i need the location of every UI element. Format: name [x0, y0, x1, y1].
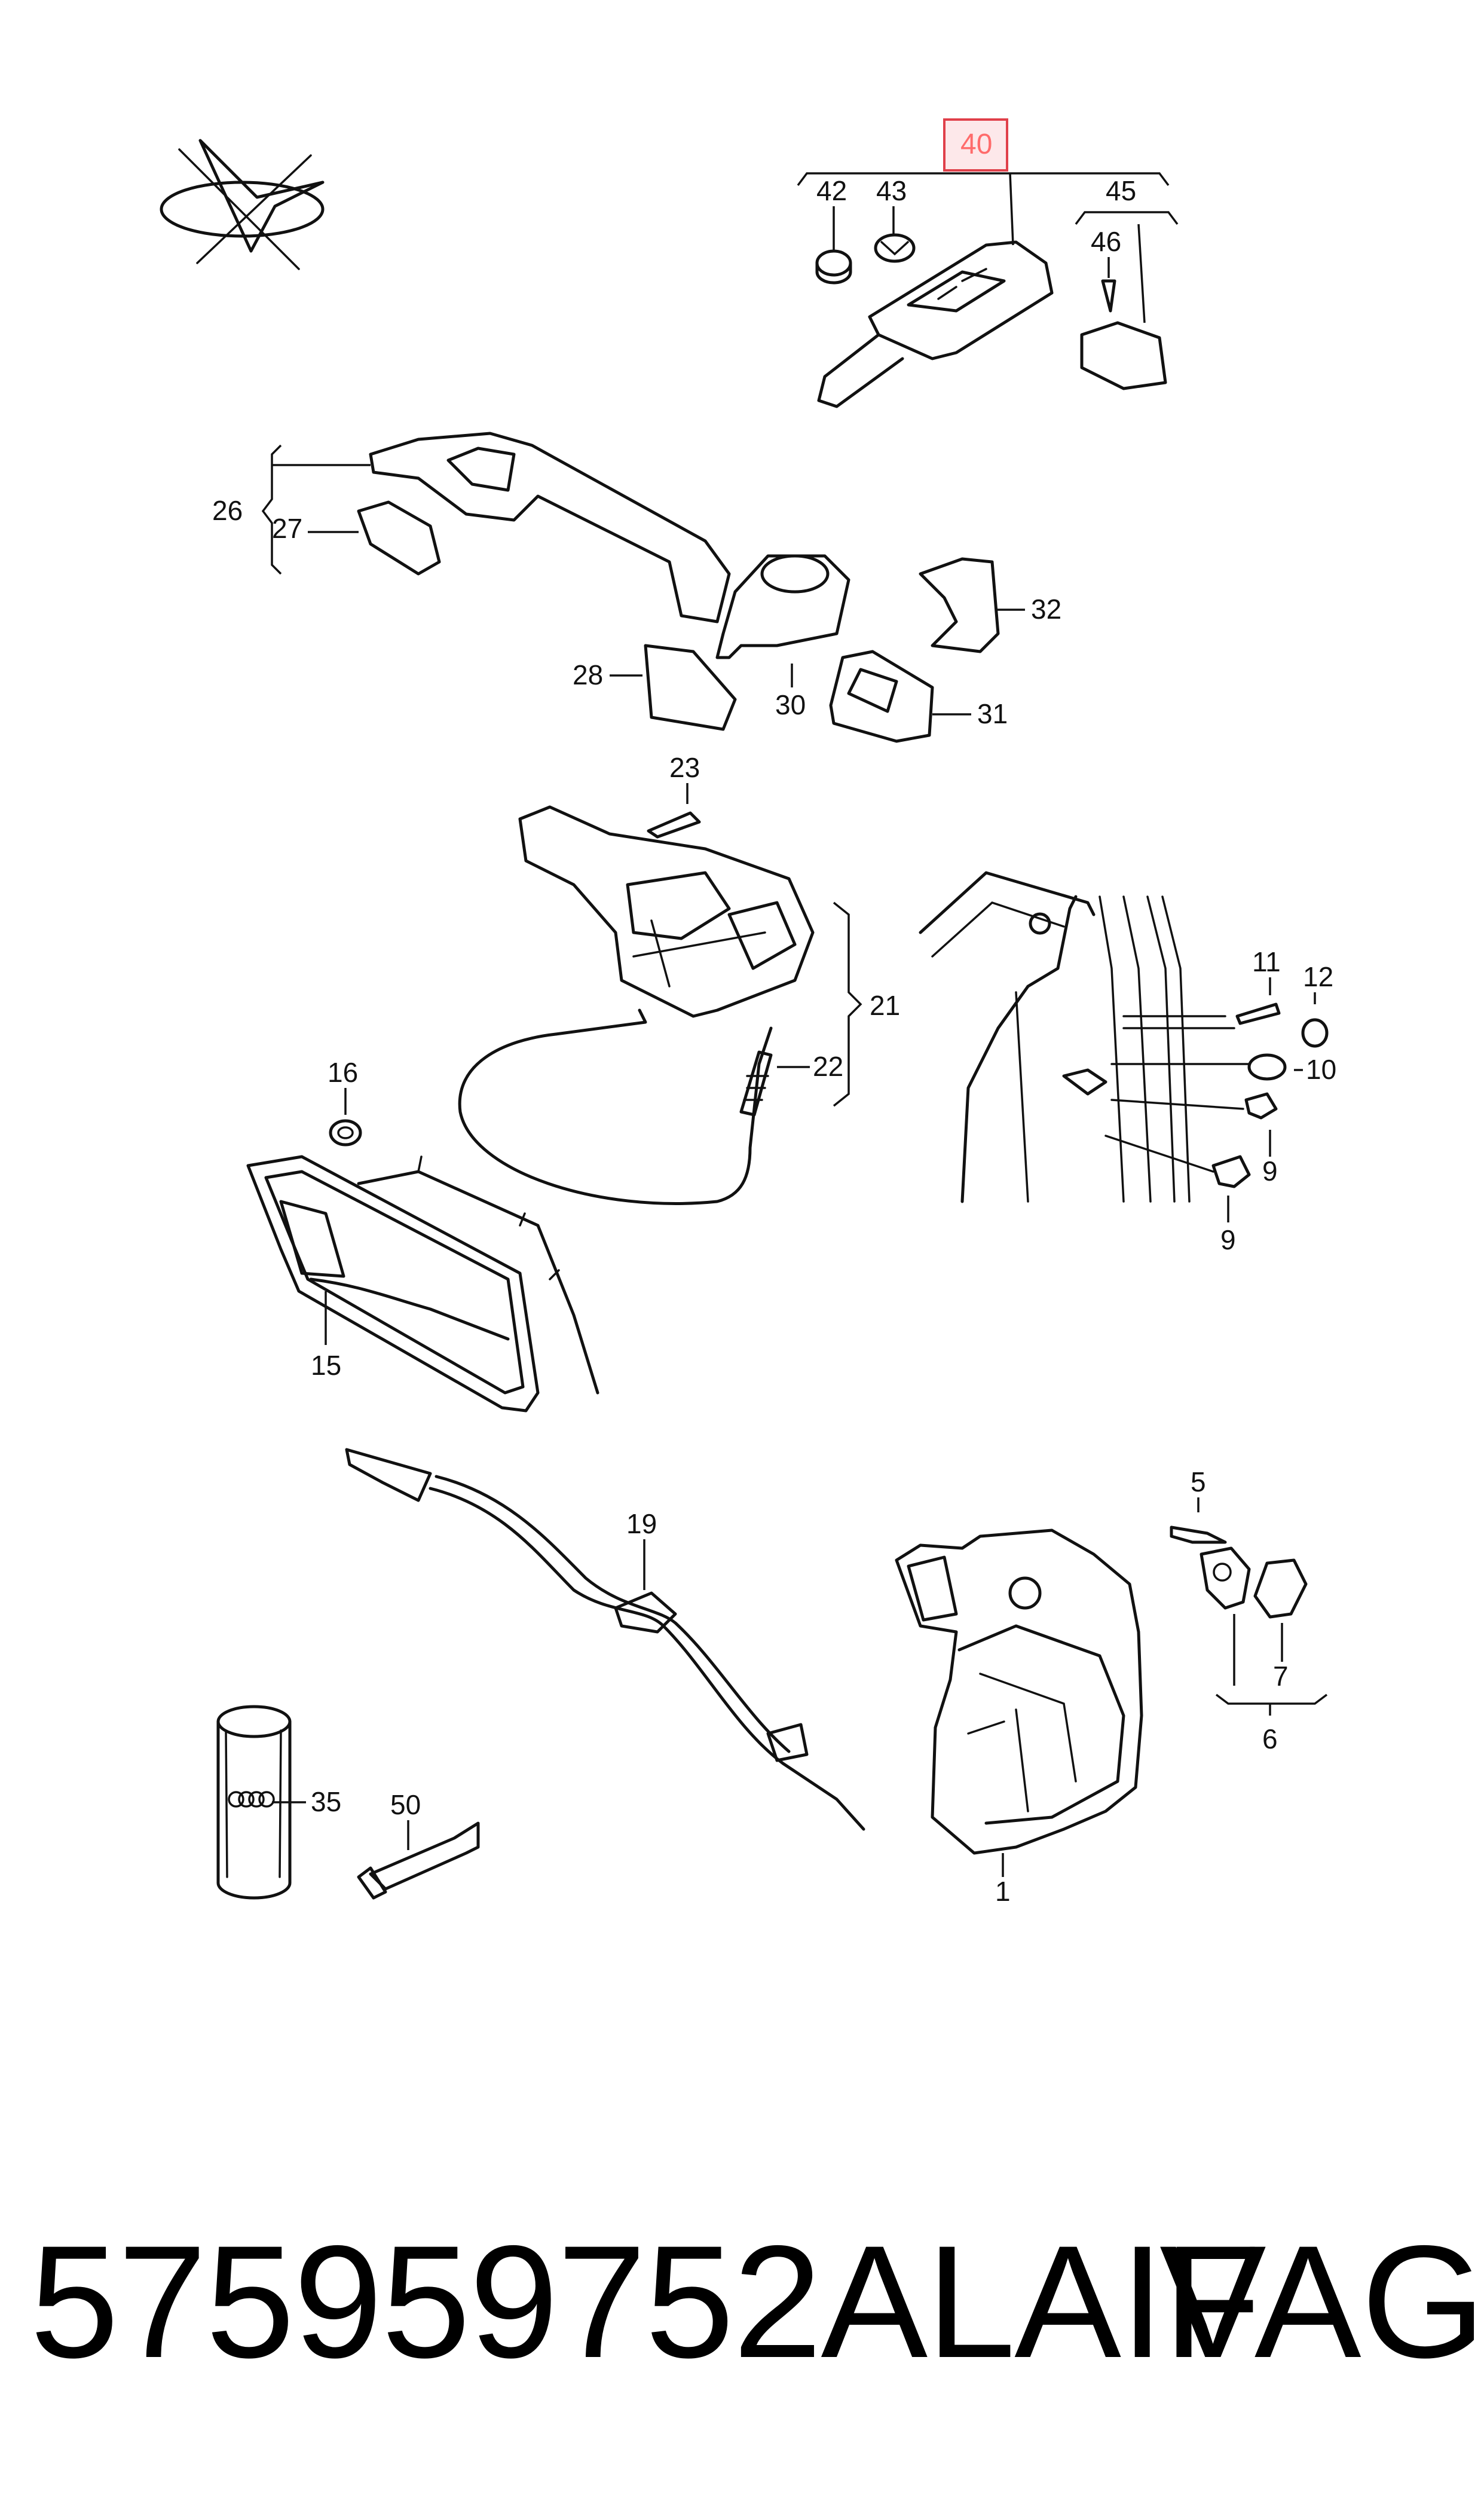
door-frame-group: 11 12 10 9 9: [919, 871, 1336, 1255]
callout-16[interactable]: 16: [328, 1057, 358, 1088]
callout-7[interactable]: 7: [1273, 1661, 1289, 1692]
callout-27[interactable]: 27: [272, 513, 302, 544]
highlight-box-40: [943, 118, 1008, 172]
inner-handle-group: 16 15: [246, 1057, 599, 1413]
callout-22[interactable]: 22: [813, 1051, 843, 1082]
callout-40[interactable]: 40: [960, 129, 992, 160]
callout-50[interactable]: 50: [390, 1789, 421, 1820]
callout-1[interactable]: 1: [995, 1876, 1011, 1907]
callout-30[interactable]: 30: [775, 689, 806, 720]
callout-43[interactable]: 43: [876, 175, 907, 206]
callout-46[interactable]: 46: [1091, 226, 1121, 257]
callout-35[interactable]: 35: [311, 1786, 341, 1817]
callout-15[interactable]: 15: [311, 1350, 341, 1381]
four-rings-logo-icon: [228, 1791, 275, 1808]
callout-23[interactable]: 23: [669, 752, 700, 783]
callout-6[interactable]: 6: [1262, 1723, 1278, 1754]
callout-32[interactable]: 32: [1031, 594, 1061, 625]
callout-31[interactable]: 31: [977, 698, 1008, 729]
callout-9a[interactable]: 9: [1262, 1155, 1278, 1187]
callout-9b[interactable]: 9: [1220, 1224, 1236, 1255]
handle-bracket-group: 23 21 22: [458, 752, 900, 1205]
callout-12[interactable]: 12: [1303, 961, 1333, 992]
callout-28[interactable]: 28: [573, 659, 603, 690]
consumables-group: 35 50: [216, 1705, 480, 1900]
callout-45[interactable]: 45: [1106, 175, 1136, 206]
callout-19[interactable]: 19: [626, 1508, 657, 1539]
callout-21[interactable]: 21: [870, 990, 900, 1021]
callout-26[interactable]: 26: [212, 495, 243, 526]
cable-group: 19: [345, 1448, 865, 1831]
outer-handle-group: 26 27 28 30 31 32: [212, 432, 1061, 743]
lock-group: 1 5 7 6: [895, 1466, 1328, 1907]
callout-10[interactable]: 10: [1306, 1054, 1336, 1085]
callout-11[interactable]: 11: [1252, 946, 1281, 977]
key-group: 40 42 43 45 46: [797, 118, 1179, 408]
footer: 575959752ALAIF VAG: [30, 2212, 1484, 2391]
brand-name: VAG: [1159, 2212, 1484, 2391]
callout-5[interactable]: 5: [1191, 1466, 1206, 1497]
orientation-compass-icon: [160, 139, 325, 270]
callout-42[interactable]: 42: [816, 175, 847, 206]
part-number: 575959752ALAIF: [30, 2212, 1261, 2391]
